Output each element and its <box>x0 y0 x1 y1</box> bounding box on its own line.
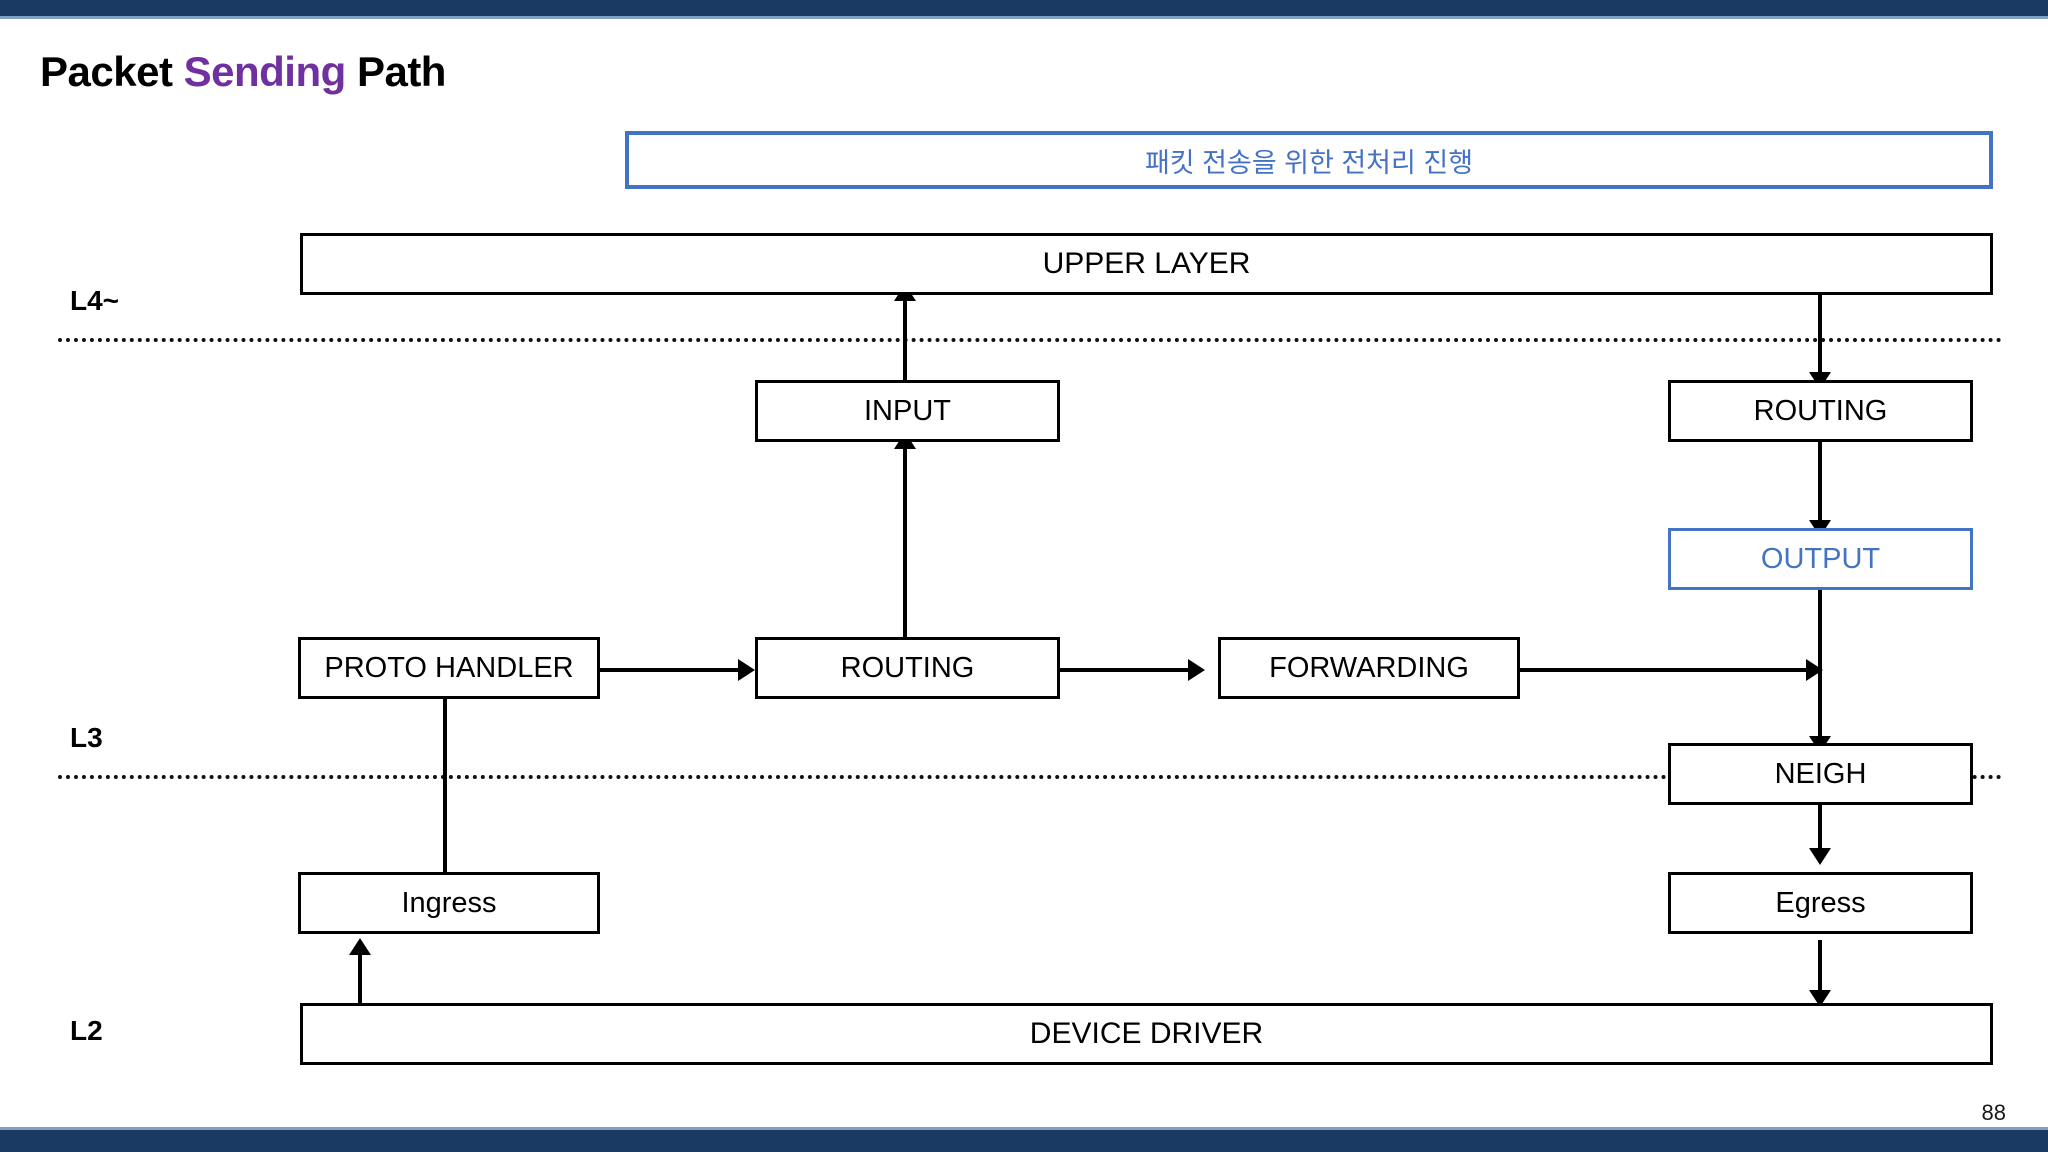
arrowhead-routing-mid-to-forwarding <box>1188 659 1205 681</box>
connector-neigh-to-egress <box>1818 775 1822 861</box>
layer-label-l3: L3 <box>70 722 103 753</box>
arrowhead-neigh-to-egress <box>1809 848 1831 865</box>
callout-banner-text: 패킷 전송을 위한 전처리 진행 <box>1144 147 1474 178</box>
connector-input-to-upper-layer <box>903 292 907 380</box>
top-bar-accent-line <box>0 16 2048 19</box>
layer-divider-l4 <box>58 338 2003 342</box>
page-title-prefix: Packet <box>40 48 184 95</box>
page-title-accent: Sending <box>183 48 347 95</box>
layer-label-l2: L2 <box>70 1015 103 1046</box>
connector-ingress-to-proto-handler <box>443 678 447 878</box>
node-routing-right[interactable]: ROUTING <box>1668 380 1973 442</box>
arrowhead-proto-handler-to-routing-mid <box>738 659 755 681</box>
connector-routing-mid-to-forwarding <box>1060 668 1190 672</box>
callout-banner: 패킷 전송을 위한 전처리 진행 <box>625 131 1993 189</box>
connector-egress-to-device-driver <box>1818 940 1822 1006</box>
node-input-label: INPUT <box>864 394 951 427</box>
connector-routing-mid-to-input <box>903 440 907 640</box>
node-output[interactable]: OUTPUT <box>1668 528 1973 590</box>
connector-proto-handler-to-routing-mid <box>600 668 740 672</box>
node-upper-layer[interactable]: UPPER LAYER <box>300 233 1993 295</box>
arrowhead-device-driver-to-ingress <box>349 938 371 955</box>
arrowhead-egress-to-device-driver <box>1809 990 1831 1007</box>
page-title: Packet Sending Path <box>40 48 446 96</box>
connector-upper-layer-to-routing-right <box>1818 288 1822 386</box>
node-device-driver[interactable]: DEVICE DRIVER <box>300 1003 1993 1065</box>
node-routing-mid-label: ROUTING <box>840 651 975 684</box>
node-routing-right-label: ROUTING <box>1753 394 1888 427</box>
node-ingress-label: Ingress <box>401 886 497 919</box>
bottom-bar <box>0 1130 2048 1152</box>
node-egress-label: Egress <box>1775 886 1866 919</box>
bottom-bar-accent-line <box>0 1127 2048 1130</box>
node-upper-layer-label: UPPER LAYER <box>1042 247 1251 280</box>
node-ingress[interactable]: Ingress <box>298 872 600 934</box>
layer-divider-l3 <box>58 775 2003 779</box>
node-proto-handler[interactable]: PROTO HANDLER <box>298 637 600 699</box>
layer-label-l4: L4~ <box>70 285 120 316</box>
connector-device-driver-to-ingress <box>358 945 362 1007</box>
node-routing-mid[interactable]: ROUTING <box>755 637 1060 699</box>
top-bar <box>0 0 2048 16</box>
page-title-suffix: Path <box>345 48 447 95</box>
page-number: 88 <box>1981 1100 2006 1125</box>
node-neigh[interactable]: NEIGH <box>1668 743 1973 805</box>
node-neigh-label: NEIGH <box>1774 757 1867 790</box>
node-forwarding-label: FORWARDING <box>1269 651 1469 684</box>
node-egress[interactable]: Egress <box>1668 872 1973 934</box>
node-input[interactable]: INPUT <box>755 380 1060 442</box>
node-device-driver-label: DEVICE DRIVER <box>1029 1017 1264 1050</box>
node-output-label: OUTPUT <box>1760 542 1881 575</box>
node-forwarding[interactable]: FORWARDING <box>1218 637 1520 699</box>
connector-routing-right-to-output <box>1818 440 1822 534</box>
node-proto-handler-label: PROTO HANDLER <box>324 651 574 684</box>
connector-forwarding-to-trunk <box>1520 668 1820 672</box>
arrowhead-forwarding-to-trunk <box>1806 659 1823 681</box>
